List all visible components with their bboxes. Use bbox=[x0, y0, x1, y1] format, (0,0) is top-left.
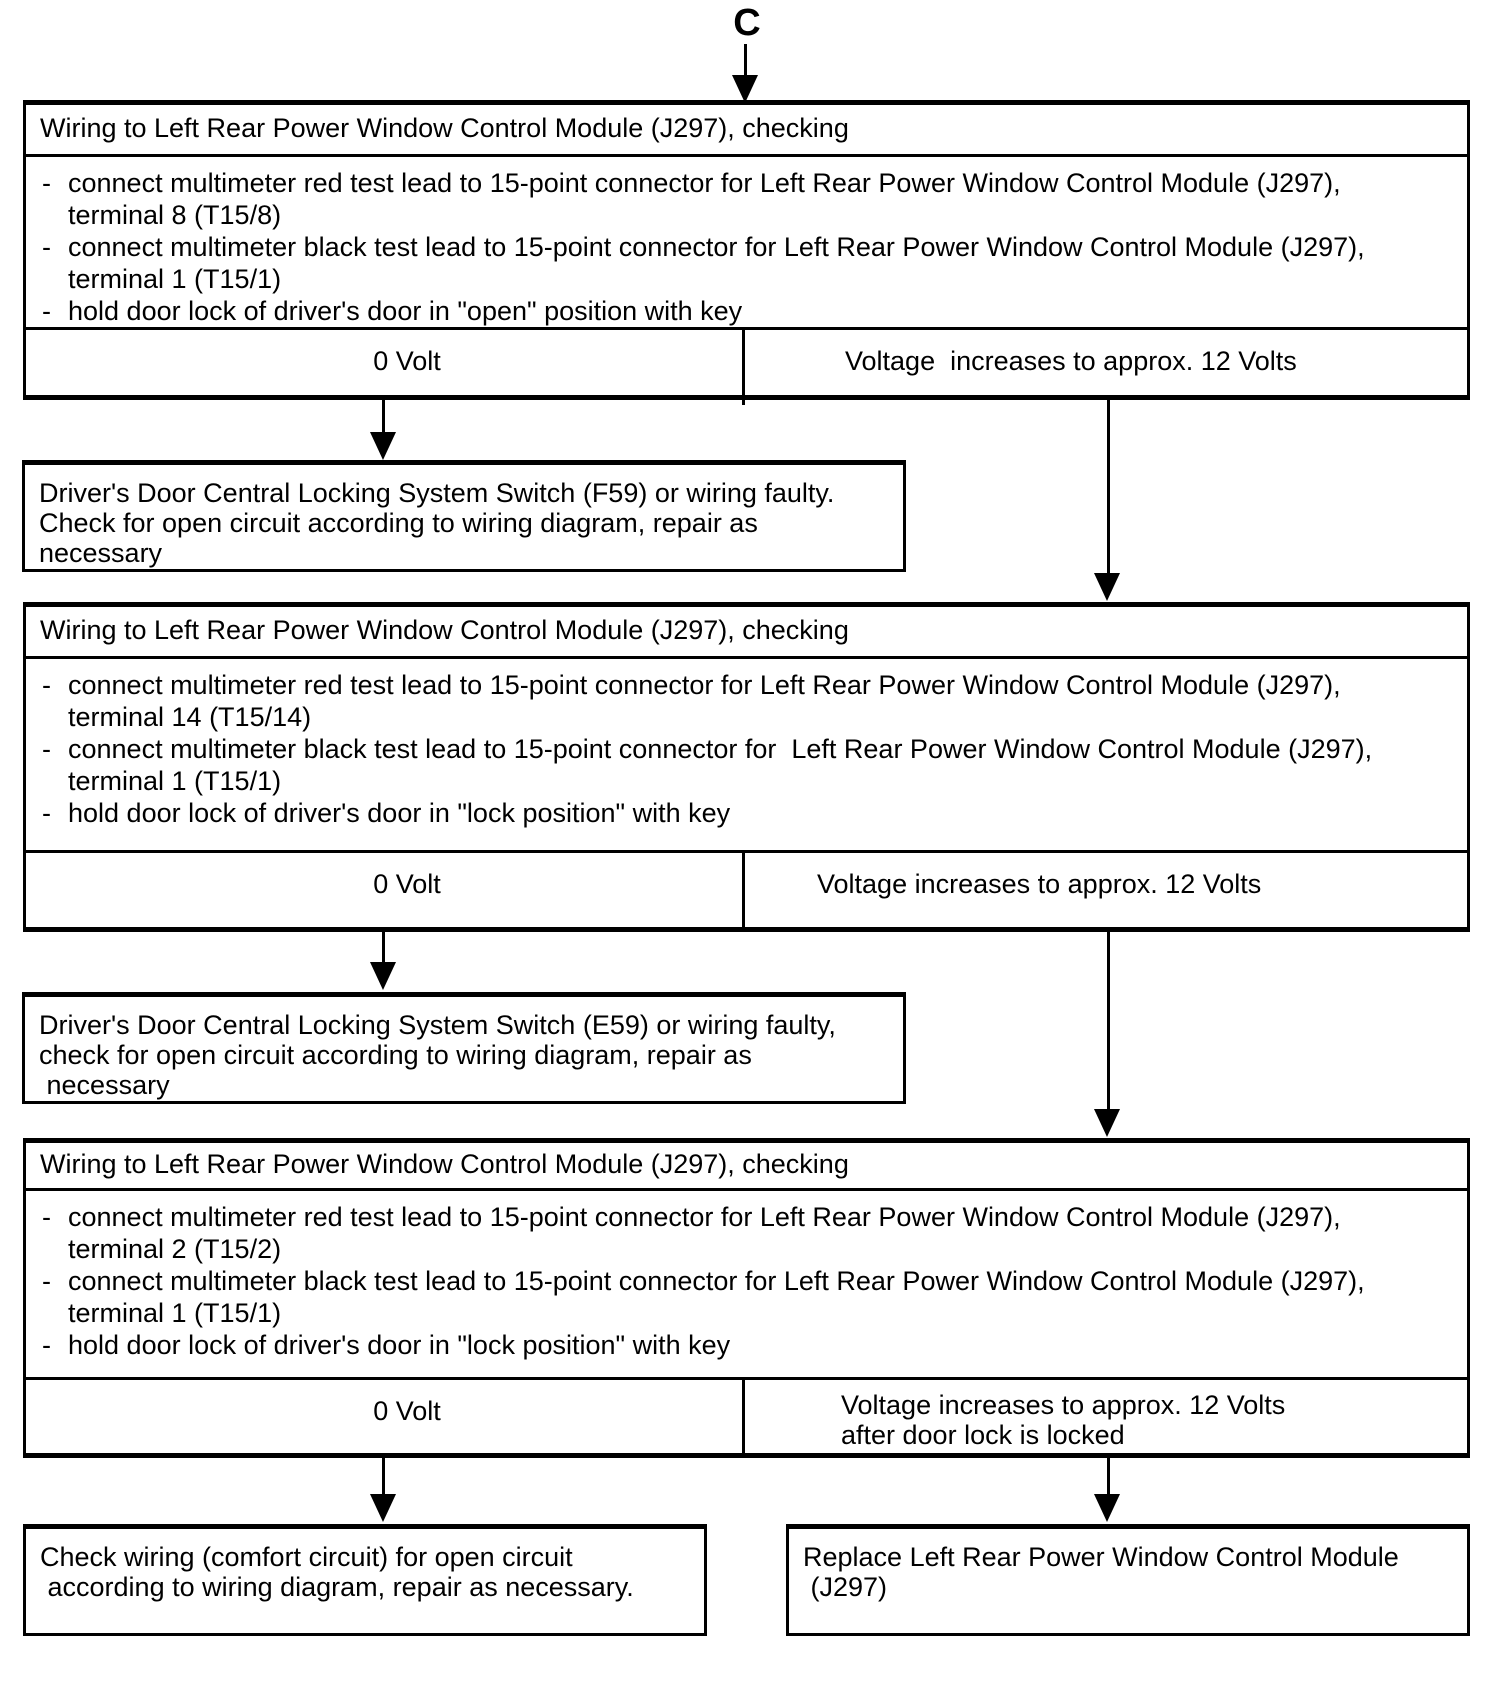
result-cell-voltage: Voltage increases to approx. 12 Volts bbox=[845, 346, 1297, 376]
bullet-dash: - bbox=[42, 1266, 51, 1296]
test-step: - hold door lock of driver's door in "lo… bbox=[42, 1329, 1457, 1361]
arrow-down-icon bbox=[1094, 1494, 1120, 1522]
test-box-1-steps: - connect multimeter red test lead to 15… bbox=[26, 157, 1467, 327]
test-step-text: connect multimeter black test lead to 15… bbox=[68, 1266, 1365, 1328]
connector-arrow-line bbox=[744, 44, 747, 78]
bullet-dash: - bbox=[42, 168, 51, 198]
result-cell-0volt: 0 Volt bbox=[26, 330, 745, 405]
test-box-3-title: Wiring to Left Rear Power Window Control… bbox=[26, 1143, 1467, 1191]
result-cell-voltage: Voltage increases to approx. 12 Volts bbox=[817, 869, 1262, 899]
branch-arrow-line bbox=[1107, 400, 1110, 576]
branch-arrow-line bbox=[382, 1458, 385, 1498]
arrow-down-icon bbox=[370, 432, 396, 460]
test-step: - connect multimeter red test lead to 15… bbox=[42, 669, 1457, 733]
test-box-2-steps: - connect multimeter red test lead to 15… bbox=[26, 659, 1467, 850]
bullet-dash: - bbox=[42, 232, 51, 262]
test-step-text: hold door lock of driver's door in "lock… bbox=[68, 1330, 731, 1360]
arrow-down-icon bbox=[370, 1494, 396, 1522]
bullet-dash: - bbox=[42, 1330, 51, 1360]
result-cell-0volt: 0 Volt bbox=[26, 1380, 745, 1453]
test-step: - connect multimeter red test lead to 15… bbox=[42, 1201, 1457, 1265]
test-step: - hold door lock of driver's door in "lo… bbox=[42, 797, 1457, 829]
branch-arrow-line bbox=[382, 932, 385, 965]
test-step: - hold door lock of driver's door in "op… bbox=[42, 295, 1457, 327]
bullet-dash: - bbox=[42, 734, 51, 764]
test-box-3-results: 0 Volt Voltage increases to approx. 12 V… bbox=[26, 1377, 1467, 1453]
test-step: - connect multimeter black test lead to … bbox=[42, 231, 1457, 295]
test-step-text: connect multimeter red test lead to 15-p… bbox=[68, 1202, 1341, 1264]
test-box-3-steps: - connect multimeter red test lead to 15… bbox=[26, 1191, 1467, 1377]
test-step: - connect multimeter red test lead to 15… bbox=[42, 167, 1457, 231]
outcome-box-comfort-wiring: Check wiring (comfort circuit) for open … bbox=[23, 1524, 707, 1636]
test-box-2-title: Wiring to Left Rear Power Window Control… bbox=[26, 607, 1467, 659]
test-box-1-results: 0 Volt Voltage increases to approx. 12 V… bbox=[26, 327, 1467, 405]
outcome-box-replace-module: Replace Left Rear Power Window Control M… bbox=[786, 1524, 1470, 1636]
test-box-2-results: 0 Volt Voltage increases to approx. 12 V… bbox=[26, 850, 1467, 927]
arrow-down-icon bbox=[732, 75, 758, 103]
bullet-dash: - bbox=[42, 798, 51, 828]
arrow-down-icon bbox=[1094, 1109, 1120, 1137]
test-step-text: hold door lock of driver's door in "open… bbox=[68, 296, 743, 326]
arrow-down-icon bbox=[370, 962, 396, 990]
result-text: 0 Volt bbox=[373, 869, 441, 899]
test-step-text: connect multimeter red test lead to 15-p… bbox=[68, 168, 1341, 230]
branch-arrow-line bbox=[1107, 1458, 1110, 1498]
test-box-2: Wiring to Left Rear Power Window Control… bbox=[23, 602, 1470, 932]
test-step: - connect multimeter black test lead to … bbox=[42, 1265, 1457, 1329]
bullet-dash: - bbox=[42, 670, 51, 700]
test-box-3: Wiring to Left Rear Power Window Control… bbox=[23, 1138, 1470, 1458]
test-step-text: hold door lock of driver's door in "lock… bbox=[68, 798, 731, 828]
result-text: 0 Volt bbox=[373, 1396, 441, 1426]
arrow-down-icon bbox=[1094, 573, 1120, 601]
outcome-box-f59: Driver's Door Central Locking System Swi… bbox=[22, 460, 906, 572]
bullet-dash: - bbox=[42, 296, 51, 326]
result-text: 0 Volt bbox=[373, 346, 441, 376]
test-box-1: Wiring to Left Rear Power Window Control… bbox=[23, 100, 1470, 405]
branch-arrow-line bbox=[1107, 932, 1110, 1112]
result-cell-0volt: 0 Volt bbox=[26, 853, 745, 927]
bullet-dash: - bbox=[42, 1202, 51, 1232]
outcome-box-e59: Driver's Door Central Locking System Swi… bbox=[22, 992, 906, 1104]
test-step-text: connect multimeter black test lead to 15… bbox=[68, 734, 1373, 796]
test-step-text: connect multimeter red test lead to 15-p… bbox=[68, 670, 1341, 732]
test-step: - connect multimeter black test lead to … bbox=[42, 733, 1457, 797]
connector-label-c: C bbox=[733, 2, 761, 44]
result-cell-voltage: Voltage increases to approx. 12 Volts af… bbox=[841, 1390, 1286, 1450]
test-step-text: connect multimeter black test lead to 15… bbox=[68, 232, 1365, 294]
branch-arrow-line bbox=[382, 400, 385, 435]
test-box-1-title: Wiring to Left Rear Power Window Control… bbox=[26, 105, 1467, 157]
